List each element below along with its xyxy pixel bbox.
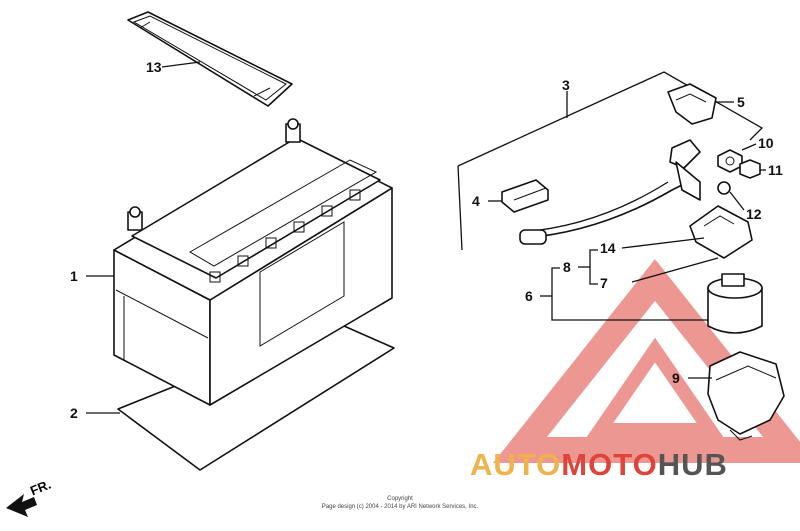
callout-13: 13 — [146, 59, 162, 75]
copyright-text: Page design (c) 2004 - 2014 by ARI Netwo… — [321, 504, 479, 510]
relay-block — [689, 205, 753, 259]
callout-8: 8 — [563, 259, 571, 275]
callout-3: 3 — [562, 77, 570, 93]
callout-7: 7 — [600, 275, 608, 291]
callout-4: 4 — [472, 193, 480, 209]
copyright-title: Copyright — [387, 496, 413, 502]
brand-moto: MOTO — [561, 447, 658, 482]
callout-12: 12 — [746, 206, 762, 222]
hardware-nuts — [717, 149, 761, 195]
starter-relay — [707, 273, 763, 334]
watermark-brand: AUTOMOTOHUB — [470, 447, 728, 483]
terminal-cover — [667, 83, 717, 125]
callout-5: 5 — [737, 94, 745, 110]
callout-10: 10 — [758, 135, 774, 151]
battery-strap — [127, 11, 293, 107]
terminal-bolt — [501, 179, 549, 213]
battery-cable — [519, 139, 701, 245]
callout-1: 1 — [70, 268, 78, 284]
relay-rubber-cover — [707, 351, 785, 441]
callout-11: 11 — [768, 162, 783, 178]
front-direction-arrow — [6, 494, 37, 517]
callout-6: 6 — [525, 288, 533, 304]
callout-9: 9 — [672, 370, 680, 386]
brand-auto: AUTO — [470, 447, 562, 482]
brand-hub: HUB — [657, 447, 728, 482]
callout-14: 14 — [600, 240, 616, 256]
callout-2: 2 — [70, 405, 78, 421]
battery — [113, 118, 393, 406]
